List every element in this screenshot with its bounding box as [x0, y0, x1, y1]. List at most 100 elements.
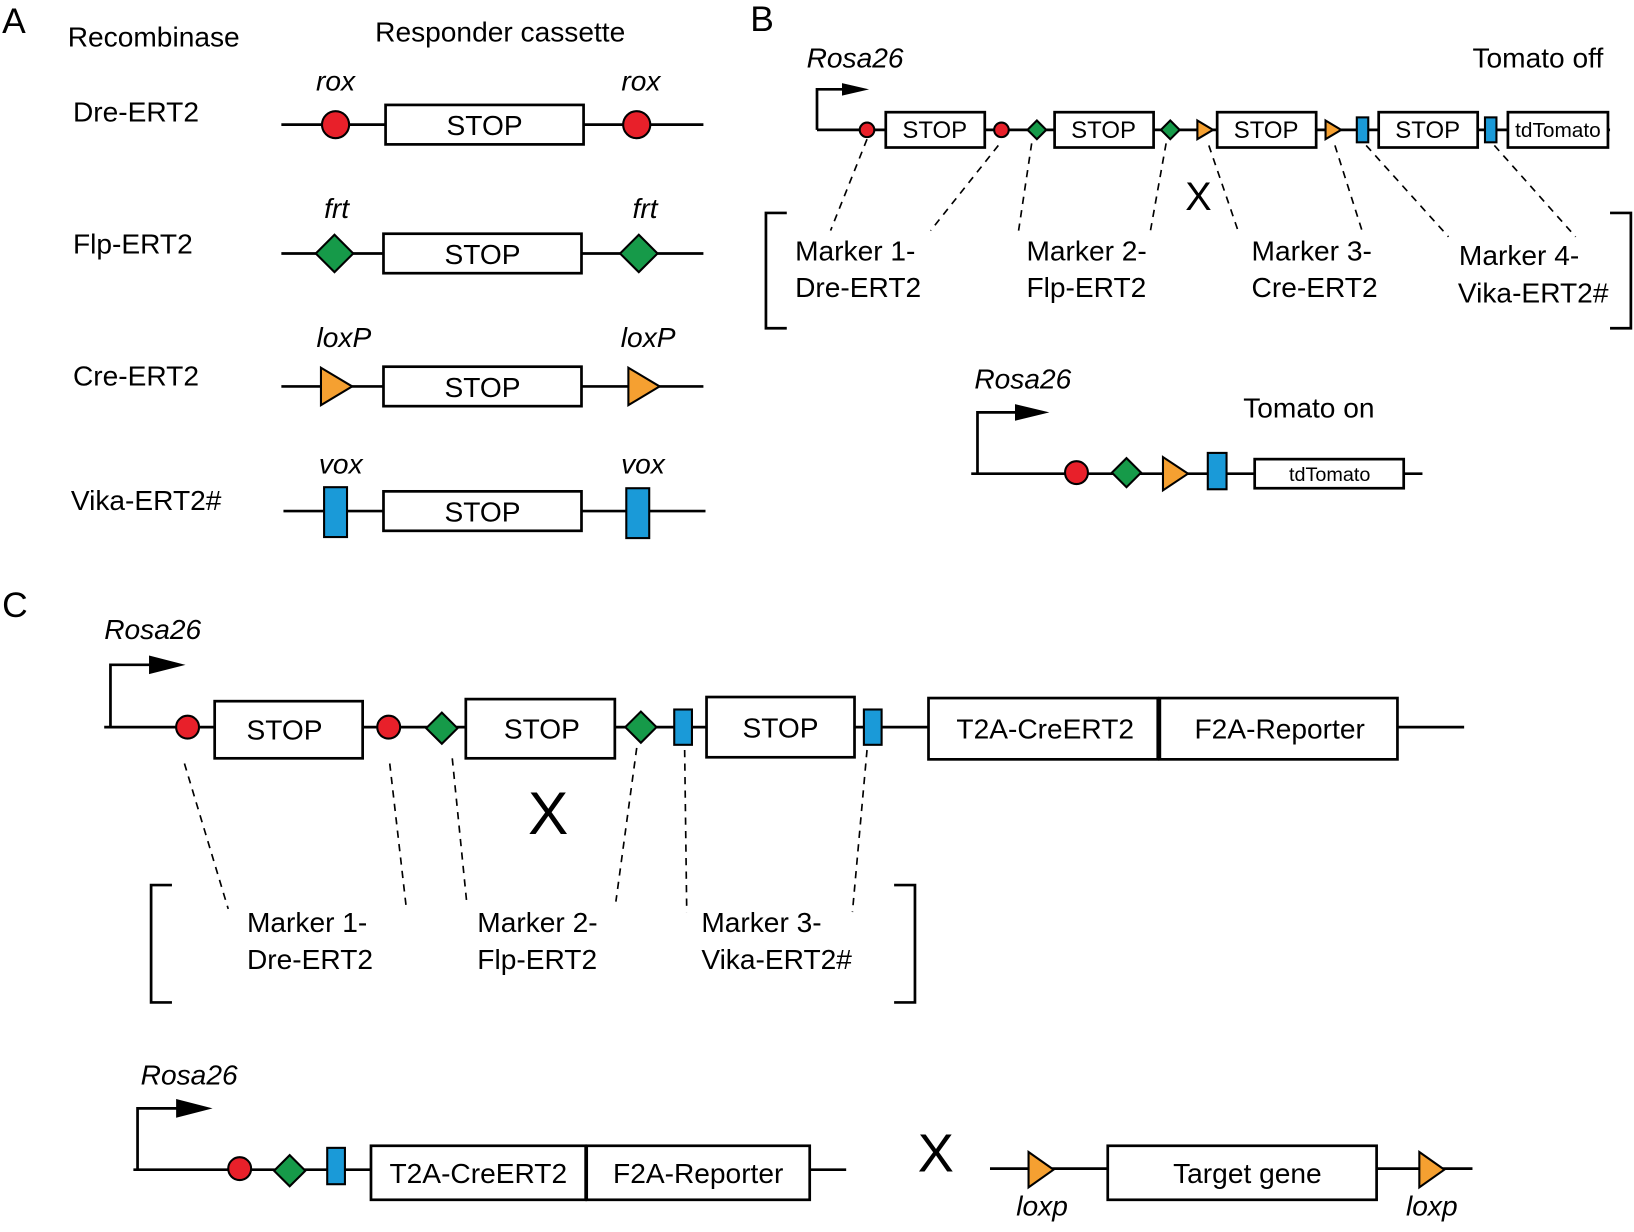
stop-box [382, 489, 583, 533]
site-label-right: frt [633, 193, 659, 224]
site-label-left: frt [324, 193, 350, 224]
panel-c: C Rosa26 STOP STOP STOP T2A-CreERT2 F2A-… [2, 586, 1473, 1221]
state-label: Tomato off [1472, 43, 1603, 74]
leader-line [451, 758, 468, 904]
stop-box [705, 695, 856, 759]
stop-box [1053, 110, 1155, 149]
recombinase-name: Cre-ERT2 [73, 360, 199, 391]
stop-box [464, 697, 617, 760]
site-label-right: vox [621, 449, 666, 480]
stop-box [1215, 110, 1318, 149]
creert2-box [369, 1144, 588, 1202]
leader-line [1365, 144, 1450, 238]
marker-2-line2: Flp-ERT2 [477, 944, 597, 975]
panel-a: A Recombinase Responder cassette Dre-ERT… [2, 2, 706, 540]
recombinase-name: Flp-ERT2 [73, 229, 193, 260]
leader-line [388, 763, 408, 910]
creert2-label: T2A-CreERT2 [956, 714, 1134, 745]
stop-box [382, 232, 583, 275]
leader-line [929, 144, 999, 232]
marker-2-line1: Marker 2- [1026, 236, 1146, 267]
stop-label: STOP [444, 239, 520, 270]
locus-label: Rosa26 [807, 43, 904, 74]
header-responder-cassette: Responder cassette [375, 17, 625, 48]
left-bracket [149, 883, 172, 1004]
dual-stop-construct: Rosa26 STOP STOP STOP T2A-CreERT2 F2A-Re… [104, 614, 1465, 1004]
site-label-right: rox [621, 65, 661, 96]
loxp-site-icon [1027, 1150, 1056, 1190]
loxp-site-icon [627, 365, 662, 407]
stop-box [213, 699, 365, 760]
leader-line [1149, 143, 1167, 231]
rox-site-icon [858, 121, 876, 139]
vox-site-icon [326, 1146, 346, 1186]
leader-line [615, 747, 638, 902]
leader-line [683, 749, 688, 913]
frt-site-icon [618, 233, 660, 274]
promoter-arrow [815, 87, 847, 130]
marker-1-line1: Marker 1- [247, 907, 367, 938]
frt-site-icon [314, 233, 355, 274]
rox-site-icon [320, 110, 351, 140]
vox-site-icon [862, 708, 883, 746]
rox-site-icon [622, 110, 652, 140]
stop-label: STOP [742, 713, 818, 744]
promoter-arrowhead-icon [149, 655, 186, 675]
loxp-site-icon [1161, 455, 1190, 493]
header-recombinase: Recombinase [68, 22, 240, 53]
row-cre: Cre-ERT2 loxP loxP STOP [73, 322, 704, 408]
vox-site-icon [673, 708, 693, 746]
panel-b: B Rosa26 Tomato off STOP STOP STOP STOP [750, 0, 1633, 493]
left-bracket [764, 211, 787, 330]
marker-1-line1: Marker 1- [795, 236, 915, 267]
stop-label: STOP [1071, 117, 1136, 144]
rox-site-icon [376, 714, 402, 740]
frt-site-icon [424, 711, 459, 746]
site-label-left: vox [319, 449, 364, 480]
leader-line [1208, 145, 1239, 231]
recombinase-name: Dre-ERT2 [73, 97, 199, 128]
marker-2-line1: Marker 2- [477, 907, 597, 938]
creert2-box [927, 696, 1160, 761]
locus-label: Rosa26 [141, 1060, 238, 1091]
state-label: Tomato on [1243, 393, 1374, 424]
marker-2-line2: Flp-ERT2 [1026, 272, 1146, 303]
leader-line [829, 138, 868, 231]
frt-site-icon [1110, 456, 1143, 489]
frt-site-icon [1159, 119, 1182, 141]
site-label-left: loxP [317, 322, 372, 353]
frt-site-icon [623, 710, 658, 745]
marker-3-line1: Marker 3- [1252, 236, 1372, 267]
stop-box [382, 365, 583, 408]
marker-3-line2: Cre-ERT2 [1252, 272, 1378, 303]
marker-1-line2: Dre-ERT2 [795, 272, 921, 303]
recombinase-name: Vika-ERT2# [71, 485, 222, 516]
panel-c-label: C [2, 586, 28, 625]
leader-line [851, 749, 868, 913]
cross-symbol: X [1185, 175, 1211, 219]
stop-label: STOP [447, 110, 523, 141]
promoter-arrowhead-icon [842, 83, 870, 96]
stop-label: STOP [444, 497, 520, 528]
cross-symbol: X [918, 1124, 954, 1184]
vox-site-icon [625, 487, 651, 540]
stop-label: STOP [246, 715, 322, 746]
frt-site-icon [1026, 119, 1048, 141]
leader-line [1334, 145, 1363, 231]
rox-site-icon [993, 121, 1010, 139]
reporter-label: tdTomato [1515, 119, 1601, 142]
promoter-arrow [136, 1107, 184, 1170]
promoter-arrowhead-icon [1014, 404, 1050, 421]
reporter-label: tdTomato [1289, 464, 1370, 486]
recombined-construct: Rosa26 T2A-CreERT2 F2A-Reporter [133, 1060, 847, 1202]
vox-site-icon [1355, 116, 1370, 144]
loxp-site-icon [1324, 118, 1344, 142]
reporter-label: F2A-Reporter [1195, 714, 1365, 745]
leader-line [183, 763, 230, 910]
loxp-site-icon [1196, 118, 1216, 142]
promoter-arrow [109, 663, 157, 728]
loxp-label-left: loxp [1016, 1190, 1068, 1221]
loxp-label-right: loxp [1406, 1190, 1458, 1221]
frt-site-icon [272, 1153, 307, 1188]
panel-a-label: A [2, 2, 26, 41]
